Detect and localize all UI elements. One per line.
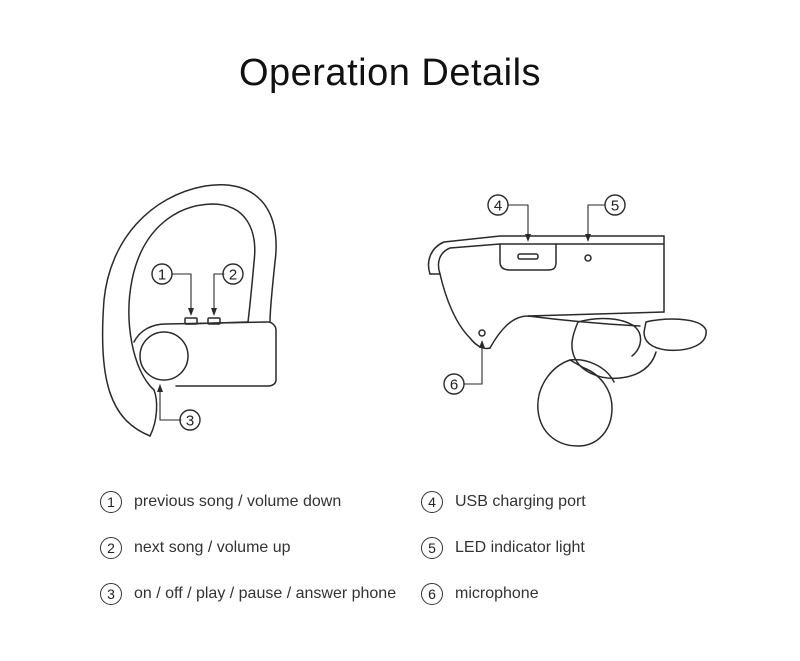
callout-number-4: 4 [494, 198, 502, 215]
page-title: Operation Details [238, 52, 542, 94]
legend-item-previous-song: 1 previous song / volume down [100, 489, 341, 515]
legend-label: microphone [455, 585, 539, 602]
right-earbud-illustration [427, 235, 707, 447]
legend-label: LED indicator light [455, 539, 585, 556]
callout-circle-5 [604, 194, 626, 216]
legend-label: on / off / play / pause / answer phone [134, 585, 397, 602]
callout-circle-1 [151, 263, 173, 285]
legend-item-next-song: 2 next song / volume up [100, 535, 291, 561]
callout-number-6: 6 [450, 377, 458, 394]
callout-number-5: 5 [611, 198, 619, 215]
legend-number: 1 [100, 491, 122, 513]
legend-number: 2 [100, 537, 122, 559]
left-earbud-illustration [101, 184, 277, 437]
legend-label: previous song / volume down [134, 493, 342, 510]
legend-number: 3 [100, 583, 122, 605]
callout-number-1: 1 [158, 267, 166, 284]
callout-circle-6 [443, 373, 465, 395]
legend-item-power-play: 3 on / off / play / pause / answer phone [100, 581, 396, 607]
legend-label: USB charging port [455, 493, 586, 510]
callout-circle-2 [222, 263, 244, 285]
legend-number: 4 [421, 491, 443, 513]
callout-circle-4 [487, 194, 509, 216]
legend-label: next song / volume up [134, 539, 291, 556]
legend-number: 5 [421, 537, 443, 559]
callout-number-2: 2 [229, 267, 237, 284]
legend-item-usb-port: 4 USB charging port [421, 489, 586, 515]
legend-number: 6 [421, 583, 443, 605]
legend-item-microphone: 6 microphone [421, 581, 539, 607]
callout-circle-3 [179, 409, 201, 431]
callout-number-3: 3 [186, 413, 194, 430]
legend-item-led-light: 5 LED indicator light [421, 535, 585, 561]
